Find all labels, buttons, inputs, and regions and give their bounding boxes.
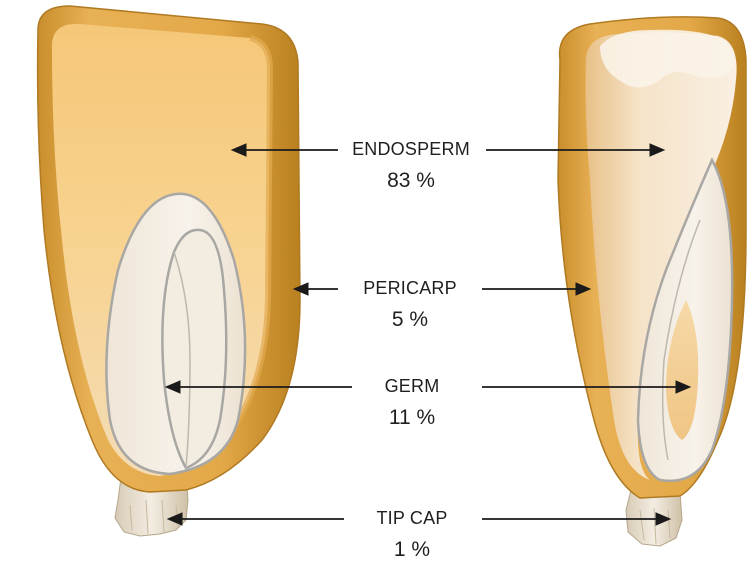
tip-cap-name: TIP CAP (312, 508, 512, 529)
endosperm-percent: 83 % (311, 169, 511, 193)
left-kernel (38, 6, 300, 536)
pericarp-label: PERICARP 5 % (310, 278, 510, 332)
right-kernel (558, 17, 746, 546)
left-germ-scutellum (162, 230, 226, 468)
endosperm-label: ENDOSPERM 83 % (311, 139, 511, 193)
pericarp-name: PERICARP (310, 278, 510, 299)
germ-label: GERM 11 % (312, 376, 512, 430)
tip-cap-label: TIP CAP 1 % (312, 508, 512, 562)
endosperm-name: ENDOSPERM (311, 139, 511, 160)
germ-name: GERM (312, 376, 512, 397)
tip-cap-percent: 1 % (312, 538, 512, 562)
pericarp-percent: 5 % (310, 308, 510, 332)
germ-percent: 11 % (312, 406, 512, 430)
